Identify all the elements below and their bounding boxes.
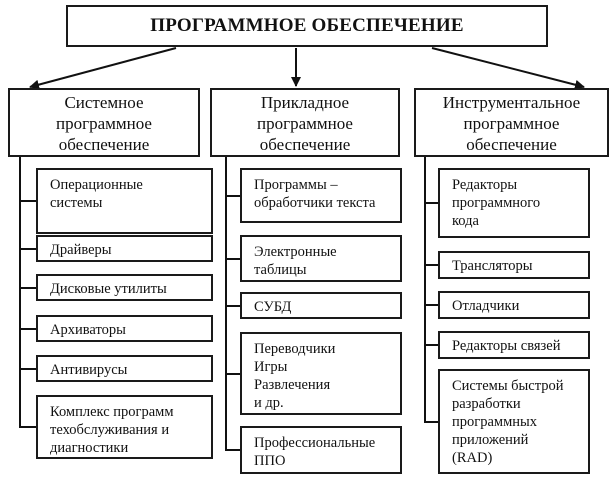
- subitem-line: Драйверы: [50, 242, 112, 258]
- subitem-box: Дисковые утилиты: [36, 274, 213, 301]
- category-line: обеспечение: [259, 135, 351, 154]
- subitem-line: Отладчики: [452, 298, 520, 314]
- subitem-line: ППО: [254, 453, 286, 469]
- subitem-line: программных: [452, 414, 537, 430]
- subitem-line: Архиваторы: [50, 322, 126, 338]
- subitem-line: Программы –: [254, 177, 338, 193]
- subitem-line: Системы быстрой: [452, 378, 564, 394]
- subitem-box: Антивирусы: [36, 355, 213, 382]
- category-applied: Прикладное программное обеспечение: [210, 88, 400, 157]
- subitem-box: Редакторы программного кода: [438, 168, 590, 238]
- subitem-line: Операционные: [50, 177, 143, 193]
- root-title: ПРОГРАММНОЕ ОБЕСПЕЧЕНИЕ: [150, 15, 464, 36]
- subitem-line: СУБД: [254, 299, 292, 315]
- subitem-box: Операционные системы: [36, 168, 213, 234]
- category-line: обеспечение: [466, 135, 557, 154]
- subitem-line: Редакторы: [452, 177, 518, 193]
- subitem-box: Комплекс программ техобслуживания и диагно…: [36, 395, 213, 459]
- category-line: Системное: [64, 93, 144, 112]
- subitem-line: Редакторы связей: [452, 338, 561, 354]
- category-line: программное: [463, 114, 560, 133]
- subitem-box: Архиваторы: [36, 315, 213, 342]
- category-instrumental: Инструментальное программное обеспечение: [414, 88, 609, 157]
- category-line: обеспечение: [58, 135, 150, 154]
- subitem-line: Переводчики: [254, 341, 336, 357]
- subitem-line: Профессиональные: [254, 435, 376, 451]
- subitem-line: Электронные: [254, 244, 337, 260]
- subitem-line: (RAD): [452, 450, 493, 466]
- subitem-line: Трансляторы: [452, 258, 533, 274]
- subitem-line: приложений: [452, 432, 529, 448]
- subitem-line: Комплекс программ: [50, 404, 174, 420]
- subitem-line: системы: [50, 195, 103, 211]
- subitem-box: Драйверы: [36, 235, 213, 262]
- category-line: программное: [257, 114, 353, 133]
- subitem-line: таблицы: [254, 262, 307, 278]
- subitem-line: кода: [452, 213, 479, 229]
- arrow-to-system: [29, 47, 177, 90]
- subitem-line: Дисковые утилиты: [50, 281, 167, 297]
- subitem-box: Системы быстрой разработки программных прил…: [438, 369, 590, 474]
- category-line: Прикладное: [260, 93, 350, 112]
- subitem-line: Развлечения: [254, 377, 331, 393]
- subitem-line: Игры: [254, 359, 288, 375]
- category-line: программное: [56, 114, 152, 133]
- subitem-box: Программы – обработчики текста: [240, 168, 402, 223]
- arrow-to-instrumental: [431, 47, 585, 90]
- category-system: Системное программное обеспечение: [8, 88, 200, 157]
- category-line: Инструментальное: [442, 93, 581, 112]
- subitem-box: СУБД: [240, 292, 402, 319]
- subitem-line: и др.: [254, 395, 284, 411]
- subitem-line: Антивирусы: [50, 362, 128, 378]
- subitem-box: Редакторы связей: [438, 331, 590, 359]
- subitem-line: программного: [452, 195, 541, 211]
- subitem-box: Трансляторы: [438, 251, 590, 279]
- subitem-line: техобслуживания и: [50, 422, 170, 438]
- subitem-line: диагностики: [50, 440, 129, 456]
- root-box: ПРОГРАММНОЕ ОБЕСПЕЧЕНИЕ: [66, 5, 548, 47]
- subitem-line: разработки: [452, 396, 521, 412]
- subitem-line: обработчики текста: [254, 195, 376, 211]
- subitem-box: Отладчики: [438, 291, 590, 319]
- subitem-box: Электронные таблицы: [240, 235, 402, 282]
